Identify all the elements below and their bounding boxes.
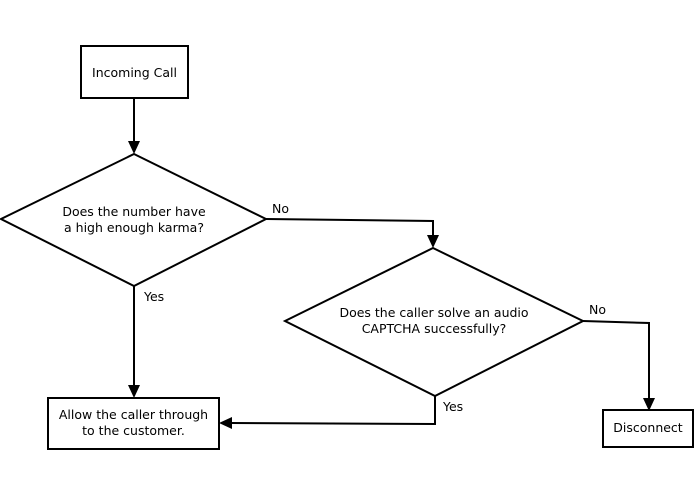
captcha-decision-line1: Does the caller solve an audio [339, 305, 528, 320]
arrowhead-allow-right [219, 417, 232, 429]
arrowhead-disconnect-top [643, 398, 655, 411]
karma-decision-diamond [0, 152, 269, 288]
edge-captcha-yes [230, 396, 436, 426]
captcha-yes-label: Yes [442, 399, 463, 414]
karma-no-label: No [272, 201, 289, 216]
captcha-decision-line2: CAPTCHA successfully? [362, 321, 507, 336]
allow-caller-box [47, 397, 220, 450]
allow-caller-line2: to the customer. [82, 423, 185, 438]
karma-yes-label: Yes [143, 289, 164, 304]
edge-karma-no [265, 218, 434, 236]
incoming-call-label: Incoming Call [92, 65, 177, 80]
incoming-call-box [80, 45, 189, 99]
disconnect-box [602, 409, 694, 448]
captcha-decision-diamond [282, 246, 586, 398]
karma-decision-line2: a high enough karma? [64, 220, 204, 235]
edge-captcha-no [582, 320, 650, 399]
disconnect-label: Disconnect [613, 420, 683, 435]
karma-decision-line1: Does the number have [62, 204, 206, 219]
arrowhead-karma-top [128, 141, 140, 154]
captcha-no-label: No [589, 302, 606, 317]
allow-caller-line1: Allow the caller through [59, 407, 208, 422]
arrowhead-captcha-top [427, 235, 439, 248]
arrowhead-allow-top [128, 385, 140, 398]
